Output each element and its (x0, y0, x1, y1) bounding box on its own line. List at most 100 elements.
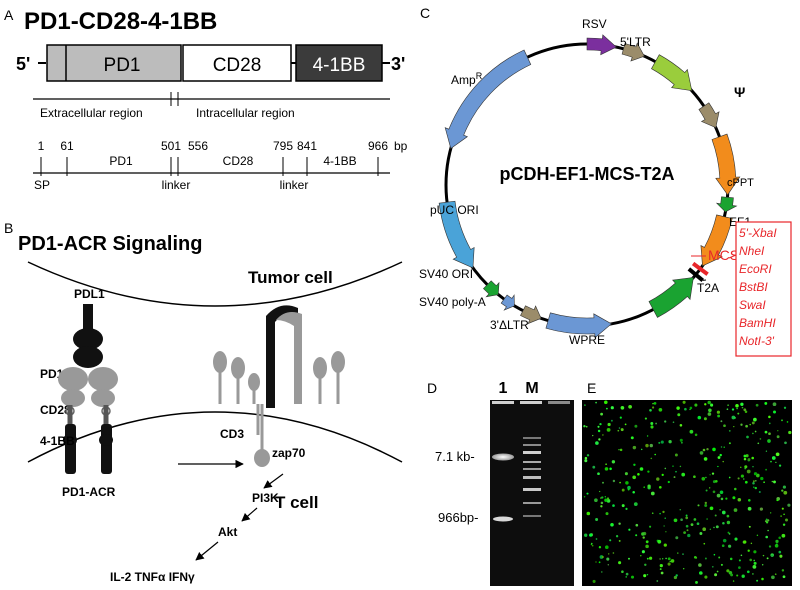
gfp-cell (606, 499, 611, 503)
gfp-cell (680, 518, 683, 521)
gfp-cell (675, 574, 678, 577)
gfp-cell (586, 511, 591, 516)
feature-label: T2A (697, 281, 719, 295)
gfp-cell (726, 514, 730, 518)
gfp-cell (771, 456, 776, 460)
gfp-cell (669, 560, 671, 563)
gfp-cell (619, 448, 623, 452)
gfp-cell (754, 430, 757, 433)
gfp-cell (744, 480, 748, 484)
wpre-arrow (545, 312, 613, 339)
gfp-cell (665, 557, 667, 560)
gfp-cell (737, 477, 740, 480)
segment-label: linker (162, 178, 191, 192)
gfp-cell (720, 420, 723, 423)
gfp-cell (664, 467, 667, 470)
gfp-cell (649, 443, 653, 448)
gfp-cell (679, 438, 683, 442)
gfp-cell (776, 499, 779, 502)
gfp-cell (601, 555, 604, 559)
gfp-cell (730, 573, 734, 577)
ltr5-arrow (621, 42, 645, 62)
gfp-cell (648, 556, 653, 560)
gfp-cell (583, 425, 586, 428)
gfp-cell (584, 404, 586, 406)
gfp-cell (757, 442, 760, 445)
gfp-cell (759, 507, 764, 511)
plasmid-feature-arrows (438, 34, 741, 339)
gfp-cell (682, 553, 684, 555)
bp-position: 1 (38, 139, 45, 153)
pdl1-domain (73, 328, 103, 350)
gfp-cell (634, 424, 638, 428)
gfp-cell (747, 458, 751, 462)
gfp-cell (720, 446, 723, 448)
gfp-cell (625, 481, 629, 485)
gfp-cell (722, 460, 724, 463)
gfp-cell (646, 435, 649, 437)
gfp-cell (714, 514, 717, 517)
gfp-cell (606, 407, 608, 410)
gfp-cell (704, 501, 707, 505)
gfp-cell (698, 563, 702, 567)
gfp-cell (693, 518, 697, 521)
gfp-cell (727, 531, 730, 534)
gfp-cell (762, 554, 765, 557)
gfp-cell (709, 528, 711, 530)
gfp-cell (736, 574, 739, 577)
segment-label: SP (34, 178, 50, 192)
gfp-cell (660, 440, 664, 444)
mcs-site: BstBI (739, 280, 768, 294)
gfp-cell (607, 553, 610, 555)
gfp-cell (732, 580, 735, 582)
gfp-cell (664, 517, 666, 519)
gfp-cell (645, 443, 649, 448)
pdl1-stalk (83, 304, 93, 330)
feature-label: RSV (582, 17, 607, 31)
gfp-cell (726, 569, 730, 573)
gfp-cell (768, 545, 772, 548)
gfp-cell (740, 554, 743, 557)
gfp-cell (738, 566, 741, 569)
gfp-cell (774, 573, 777, 576)
gfp-cell (583, 496, 586, 498)
gfp-cell (741, 406, 744, 409)
gfp-arrow (648, 277, 694, 318)
gfp-cell (787, 503, 791, 507)
gfp-cell (605, 512, 609, 516)
gfp-cell (727, 404, 729, 406)
gel-band (493, 516, 513, 522)
gfp-cell (743, 454, 747, 458)
mcs-site: EcoRI (739, 262, 772, 276)
gfp-cell (609, 539, 612, 542)
gfp-cell (642, 536, 645, 539)
gfp-cell (756, 534, 759, 537)
gfp-cell (620, 428, 624, 432)
feature-label: Ψ (734, 84, 745, 100)
gfp-cell (721, 510, 726, 515)
gfp-cell (752, 482, 755, 485)
gfp-cell (685, 516, 689, 520)
gfp-cell (660, 571, 664, 575)
panel-d-label: D (427, 380, 437, 396)
gfp-cell (607, 564, 610, 566)
gfp-cell (775, 452, 780, 457)
segment-label: 4-1BB (323, 154, 356, 168)
gfp-cell (659, 558, 661, 560)
gfp-cell (673, 476, 676, 479)
gfp-cell (781, 419, 783, 422)
gfp-cell (628, 528, 631, 531)
feature-label: MCS (708, 247, 739, 263)
gfp-cell (731, 408, 735, 411)
gfp-cell (746, 570, 750, 574)
gfp-cell (641, 550, 645, 554)
gfp-cell (740, 474, 744, 478)
gfp-cell (640, 555, 642, 557)
gfp-cell (694, 403, 698, 407)
akt-label: Akt (218, 525, 237, 539)
gfp-cell (768, 422, 771, 425)
gfp-cell (750, 542, 753, 545)
pd1-domain (61, 389, 85, 407)
gfp-cell (654, 453, 657, 456)
